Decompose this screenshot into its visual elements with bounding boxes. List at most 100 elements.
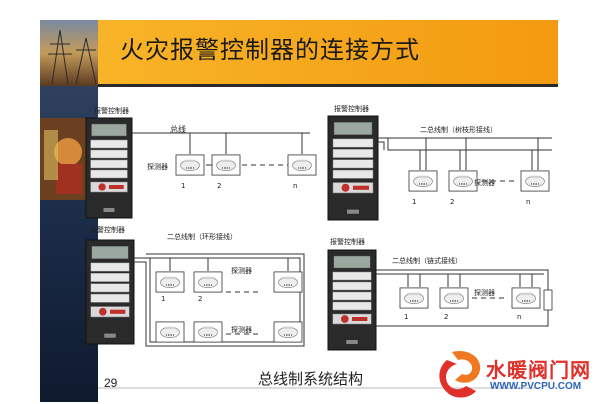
alarm-controller-panel — [85, 117, 133, 219]
detector-icon — [273, 271, 303, 293]
panel-badge — [347, 209, 359, 214]
panel-module — [90, 273, 130, 282]
detector-icon — [448, 170, 478, 192]
alarm-controller-panel — [85, 239, 135, 345]
detector-base — [164, 326, 176, 329]
detector-icon — [211, 154, 241, 176]
alarm-controller-panel — [327, 115, 379, 221]
d2-num-2: 2 — [450, 198, 455, 206]
d3-bus-label: 二总线制（环形接线） — [167, 233, 237, 241]
diagram-bus-basic — [85, 117, 317, 219]
panel-module — [90, 139, 128, 149]
detector-icon — [175, 154, 205, 176]
diagram-two-wire-chain — [327, 249, 553, 351]
detector-icon — [273, 321, 303, 343]
detector-base — [408, 292, 420, 295]
panel-badge — [346, 340, 358, 344]
detector-base — [296, 159, 308, 162]
detector-icon — [520, 170, 550, 192]
panel-module — [332, 149, 374, 158]
panel-module — [90, 149, 128, 159]
ring-line — [134, 257, 301, 343]
d1-detector-label: 探测器 — [147, 163, 168, 171]
watermark-logo-icon: P — [439, 350, 481, 398]
d4-num-2: 2 — [444, 313, 449, 321]
svg-text:P: P — [450, 365, 461, 382]
detector-icon — [193, 271, 223, 293]
panel-alarm-strip — [109, 185, 124, 189]
d3-detector-label-bottom: 探测器 — [231, 326, 252, 334]
panel-alarm-light — [98, 183, 106, 191]
header-photo — [40, 20, 98, 86]
d4-num-1: 1 — [404, 313, 409, 321]
watermark-name: 水暖阀门网 — [486, 358, 591, 382]
d4-num-n: n — [517, 313, 522, 321]
panel-display — [333, 255, 371, 269]
page-number: 29 — [104, 376, 118, 390]
panel-module — [90, 283, 130, 293]
detector-base — [417, 175, 429, 178]
detector-icon — [287, 154, 317, 176]
panel-module — [332, 138, 374, 148]
slide-title: 火灾报警控制器的连接方式 — [120, 36, 420, 64]
d3-detector-label-top: 探测器 — [231, 267, 252, 275]
panel-display — [91, 123, 127, 137]
detector-icon — [511, 287, 541, 309]
ring-line — [134, 253, 305, 347]
panel-alarm-light — [340, 315, 349, 323]
panel-module — [332, 291, 372, 301]
d1-num-n: n — [293, 182, 298, 190]
panel-alarm-strip — [110, 309, 126, 314]
d4-controller-label: 报警控制器 — [330, 238, 365, 246]
panel-alarm-strip — [353, 185, 369, 190]
figure-caption: 总线制系统结构 — [258, 370, 364, 388]
panel-display — [333, 121, 373, 135]
detector-icon — [193, 321, 223, 343]
detector-base — [457, 175, 469, 178]
panel-badge — [103, 208, 115, 212]
d3-num-2: 2 — [198, 295, 203, 303]
panel-alarm-light — [98, 307, 107, 316]
panel-module — [90, 293, 130, 303]
panel-module — [332, 159, 374, 169]
d1-bus-label: 总线 — [170, 125, 186, 134]
detector-base — [164, 276, 176, 279]
d3-num-1: 1 — [161, 295, 166, 303]
bus-line — [378, 137, 552, 151]
alarm-controller-panel — [327, 249, 377, 351]
panel-alarm-light — [341, 183, 350, 192]
d3-controller-label: 报警控制器 — [90, 226, 125, 234]
detector-icon — [155, 321, 185, 343]
diagram-two-wire-ring — [85, 239, 305, 347]
detector-base — [202, 276, 214, 279]
detector-base — [282, 326, 294, 329]
panel-module — [332, 271, 372, 281]
d2-num-1: 1 — [412, 198, 417, 206]
panel-module — [332, 301, 372, 311]
title-banner — [98, 20, 558, 86]
detector-base — [202, 326, 214, 329]
d2-num-n: n — [526, 198, 531, 206]
d2-controller-label: 报警控制器 — [334, 105, 369, 113]
panel-module — [90, 169, 128, 179]
detector-base — [282, 276, 294, 279]
detector-base — [520, 292, 532, 295]
bus-line — [378, 141, 385, 150]
worker-helmet-icon — [54, 138, 82, 166]
d1-num-1: 1 — [181, 182, 186, 190]
d4-detector-label: 探测器 — [474, 289, 495, 297]
diagram-two-wire-tree — [327, 115, 552, 221]
panel-module — [90, 159, 128, 169]
d1-controller-label: 报警控制器 — [94, 107, 129, 115]
detector-icon — [408, 170, 438, 192]
panel-module — [332, 169, 374, 179]
detector-icon — [399, 287, 429, 309]
panel-alarm-strip — [352, 317, 368, 321]
panel-module — [90, 262, 130, 272]
d2-bus-label: 二总线制（树枝形接线） — [420, 126, 497, 134]
detector-icon — [155, 271, 185, 293]
watermark-url: WWW.PVCPU.COM — [490, 381, 582, 392]
d4-bus-label: 二总线制（链式接线） — [392, 257, 462, 265]
panel-module — [332, 281, 372, 291]
